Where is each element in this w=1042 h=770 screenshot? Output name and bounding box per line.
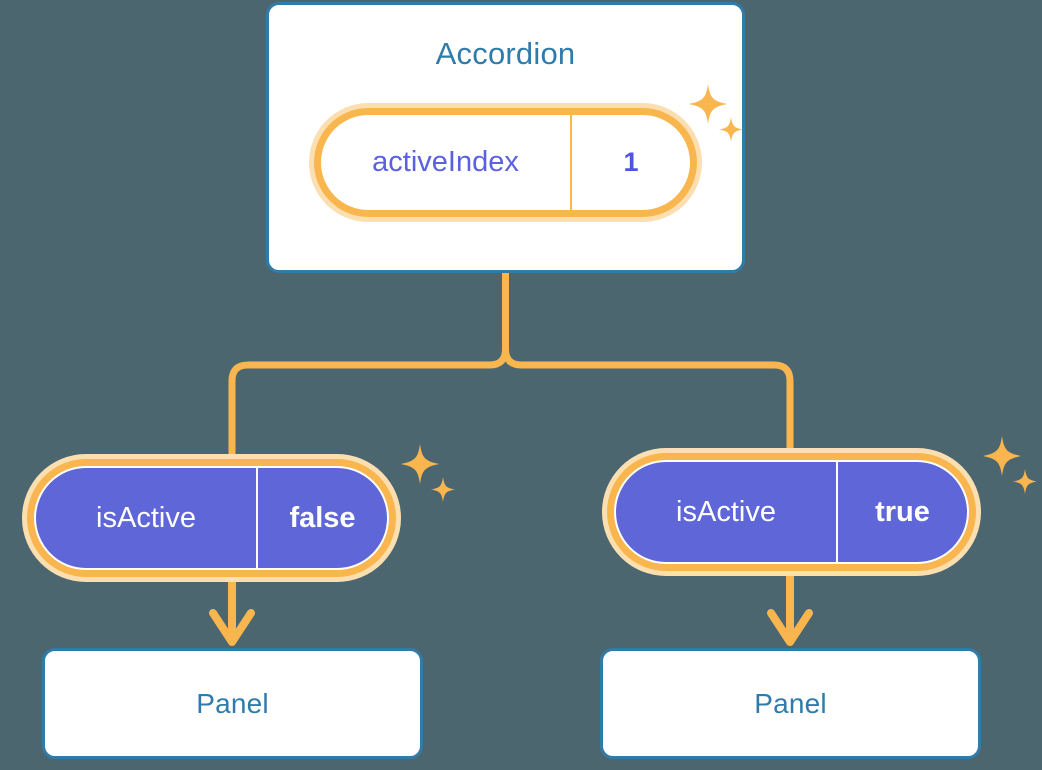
state-value-label: false bbox=[256, 468, 387, 568]
state-pill-active-index[interactable]: activeIndex 1 bbox=[309, 103, 702, 222]
pill-body: isActive false bbox=[34, 466, 389, 570]
state-pill-is-active-right[interactable]: isActive true bbox=[602, 448, 981, 576]
pill-ring: isActive false bbox=[27, 459, 396, 577]
connector-left-branch bbox=[228, 269, 509, 460]
state-key-label: isActive bbox=[676, 495, 776, 528]
sparkle-icon-left bbox=[398, 440, 460, 508]
panel-component-card-right[interactable]: Panel bbox=[600, 648, 981, 759]
accordion-title: Accordion bbox=[435, 36, 576, 71]
state-value-label: 1 bbox=[570, 115, 690, 210]
pill-body: isActive true bbox=[614, 460, 969, 564]
sparkle-icon-right bbox=[980, 432, 1042, 500]
pill-body: activeIndex 1 bbox=[321, 115, 690, 210]
state-value-label: true bbox=[836, 462, 967, 562]
panel-title: Panel bbox=[196, 687, 269, 719]
pill-ring: isActive true bbox=[607, 453, 976, 571]
arrow-down-icon-right bbox=[767, 576, 813, 646]
panel-title: Panel bbox=[754, 687, 827, 719]
state-key-label: isActive bbox=[96, 501, 196, 534]
connector-right-branch bbox=[502, 269, 794, 454]
state-pill-is-active-left[interactable]: isActive false bbox=[22, 454, 401, 582]
state-key-label: activeIndex bbox=[372, 146, 519, 178]
panel-component-card-left[interactable]: Panel bbox=[42, 648, 423, 759]
arrow-down-icon-left bbox=[209, 582, 255, 646]
pill-ring: activeIndex 1 bbox=[314, 108, 697, 217]
